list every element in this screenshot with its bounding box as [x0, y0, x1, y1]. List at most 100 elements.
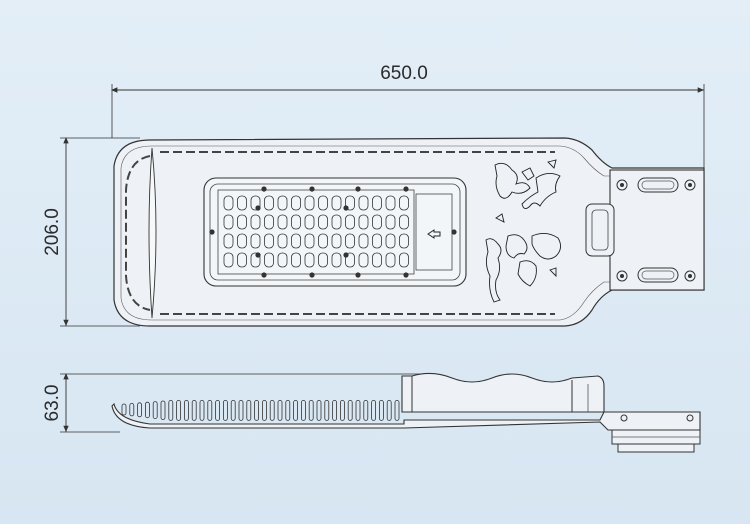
led-cell: [318, 214, 328, 230]
fin: [152, 401, 158, 420]
led-cell: [331, 195, 342, 211]
led-cell: [358, 195, 369, 211]
led-cell: [277, 214, 288, 230]
led-cell: [250, 214, 261, 230]
fin: [332, 399, 338, 421]
led-cell: [345, 252, 355, 268]
screw: [309, 186, 315, 192]
fin: [355, 399, 361, 421]
screw: [451, 229, 457, 235]
led-grid: [223, 195, 409, 268]
led-cell: [372, 252, 382, 268]
led-cell: [237, 195, 247, 211]
led-cell: [385, 214, 396, 230]
module-screws: [209, 186, 457, 278]
led-cell: [250, 233, 261, 249]
fin: [269, 399, 275, 421]
screw: [403, 186, 409, 192]
height-label: 63.0: [42, 385, 63, 422]
fin: [386, 399, 392, 421]
led-cell: [304, 214, 315, 230]
led-cell: [223, 252, 234, 268]
heat-sink-fins: [121, 399, 400, 421]
length-label: 650.0: [380, 63, 428, 84]
led-cell: [358, 252, 369, 268]
fin: [168, 399, 174, 421]
screw: [255, 205, 261, 211]
screw: [343, 252, 349, 258]
fin: [308, 399, 314, 421]
led-cell: [399, 195, 409, 211]
fin: [176, 399, 182, 421]
fin: [339, 399, 345, 421]
led-cell: [264, 252, 274, 268]
screw: [261, 272, 267, 278]
fin: [160, 400, 166, 420]
screw: [261, 186, 267, 192]
fin: [300, 399, 306, 421]
fin: [144, 401, 150, 419]
fin: [121, 403, 127, 416]
fin: [378, 399, 384, 421]
width-dimension: 206.0: [42, 137, 140, 327]
screw: [403, 272, 409, 278]
fin: [277, 399, 283, 421]
led-cell: [304, 252, 315, 268]
led-cell: [318, 252, 328, 268]
led-cell: [223, 233, 234, 249]
fin: [238, 399, 244, 421]
led-cell: [385, 195, 396, 211]
led-cell: [358, 214, 369, 230]
led-cell: [291, 252, 301, 268]
height-dimension: 63.0: [42, 373, 420, 433]
fin: [316, 399, 322, 421]
fin: [191, 399, 197, 421]
led-cell: [223, 195, 234, 211]
fin: [230, 399, 236, 421]
led-cell: [318, 233, 328, 249]
screw: [209, 229, 215, 235]
led-cell: [277, 233, 288, 249]
side-view: [111, 372, 701, 453]
length-dimension: 650.0: [111, 63, 705, 168]
fin: [129, 402, 135, 417]
fin: [363, 399, 369, 421]
led-cell: [331, 252, 342, 268]
led-cell: [264, 233, 274, 249]
fin: [394, 399, 400, 421]
fin: [183, 399, 189, 421]
screw: [255, 252, 261, 258]
fin: [347, 399, 353, 421]
screw: [309, 272, 315, 278]
led-cell: [277, 252, 288, 268]
fin: [207, 399, 213, 421]
arrow-left-icon: [427, 229, 441, 239]
led-cell: [358, 233, 369, 249]
fin: [137, 402, 143, 418]
led-cell: [291, 214, 301, 230]
led-cell: [291, 233, 301, 249]
screw: [355, 272, 361, 278]
fin: [222, 399, 228, 421]
led-cell: [385, 252, 396, 268]
width-label: 206.0: [42, 208, 63, 256]
fin: [261, 399, 267, 421]
led-cell: [223, 214, 234, 230]
led-cell: [345, 195, 355, 211]
led-cell: [399, 214, 409, 230]
led-cell: [291, 195, 301, 211]
fin: [215, 399, 221, 421]
fin: [285, 399, 291, 421]
screw: [343, 205, 349, 211]
fin: [254, 399, 260, 421]
led-cell: [372, 233, 382, 249]
led-cell: [304, 195, 315, 211]
led-cell: [399, 252, 409, 268]
led-cell: [250, 252, 261, 268]
screw: [355, 186, 361, 192]
led-cell: [237, 233, 247, 249]
fin: [324, 399, 330, 421]
led-cell: [331, 233, 342, 249]
led-cell: [264, 195, 274, 211]
